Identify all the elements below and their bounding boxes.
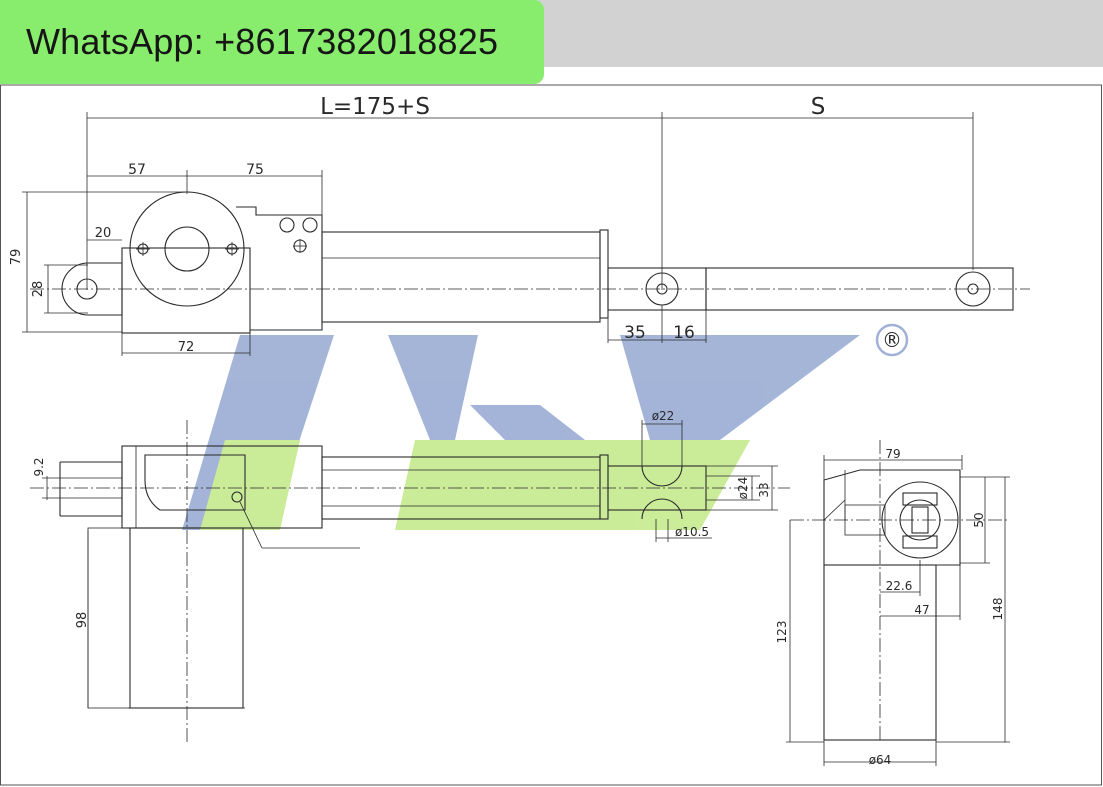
end-motor (823, 564, 937, 741)
dim-123: 123 (775, 621, 789, 644)
motor-body (129, 527, 244, 709)
dim-98: 98 (75, 612, 90, 629)
outer-tube (321, 231, 601, 323)
dim-22-6: 22.6 (886, 579, 913, 593)
registered-mark: ® (882, 328, 902, 352)
dim-phi64: ø64 (869, 753, 892, 767)
dim-28: 28 (31, 281, 46, 298)
dim-9-2: 9.2 (32, 457, 46, 476)
side-view: ø22 ø10.5 ø24 33 9.2 98 (30, 409, 790, 742)
dim-148: 148 (991, 598, 1005, 621)
dim-72: 72 (178, 340, 195, 355)
dim-79-end: 79 (885, 447, 900, 461)
registered-mark-circle (875, 323, 909, 357)
motor-outline (87, 527, 244, 709)
top-view: L=175+S S 57 75 20 79 28 72 35 16 (9, 94, 1030, 356)
logo-green-2 (395, 440, 520, 530)
gearbox-block (121, 247, 251, 334)
dim-phi22: ø22 (652, 409, 675, 423)
housing-cover (236, 206, 323, 331)
dim-47: 47 (914, 603, 929, 617)
side-rear-clevis (60, 461, 123, 517)
dim-35: 35 (624, 323, 646, 343)
dim-79-side: 79 (9, 249, 24, 266)
logo-w-left (388, 335, 478, 440)
inner-rod-extended (705, 267, 1014, 311)
dim-20: 20 (95, 226, 112, 241)
dim-57: 57 (128, 162, 146, 178)
dim-phi10-5: ø10.5 (675, 525, 709, 539)
end-boss-outer (881, 481, 959, 559)
logo-w-right (620, 335, 860, 440)
motor-bore (164, 226, 210, 272)
rear-clevis (61, 262, 123, 316)
tube-end-cap (599, 229, 609, 319)
logo-w-mid (470, 405, 585, 440)
front-mount-eye (955, 271, 991, 307)
dim-stroke: S (811, 94, 826, 120)
dim-16: 16 (673, 323, 695, 343)
end-boss-inner (899, 499, 941, 541)
end-view: 79 50 22.6 47 123 148 ø64 (775, 440, 1010, 767)
end-housing (823, 469, 961, 566)
dim-total-length: L=175+S (320, 94, 430, 120)
logo-green-1 (200, 440, 300, 530)
dim-75: 75 (246, 162, 264, 178)
drawing-frame (0, 84, 1102, 786)
dim-50: 50 (972, 512, 986, 527)
dim-33: 33 (757, 482, 771, 497)
dim-phi24: ø24 (736, 477, 750, 500)
whatsapp-contact-badge[interactable]: WhatsApp: +8617382018825 (0, 0, 544, 84)
whatsapp-number: WhatsApp: +8617382018825 (26, 21, 499, 62)
jw-logo-watermark (182, 335, 860, 530)
